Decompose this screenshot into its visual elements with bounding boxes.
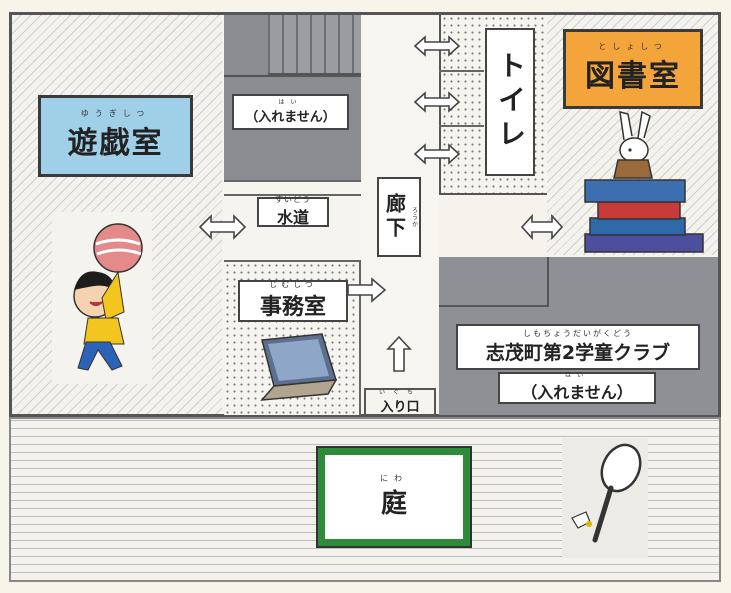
double-arrow-icon (198, 214, 247, 240)
double-arrow-icon (413, 35, 461, 57)
rabbit-on-books-illustration (584, 110, 704, 253)
entrance-box (364, 388, 436, 416)
corridor-ruby: ろうか (410, 206, 418, 228)
water-label: 水道 (276, 208, 309, 227)
toilet-label: トイレ (494, 51, 527, 153)
corridor-sign: 廊下 ろうか (377, 177, 421, 257)
stairs-no-entry-ruby: はい (278, 98, 303, 106)
double-arrow-icon (413, 143, 461, 165)
up-arrow-icon (386, 335, 412, 372)
club-sign: しもちょうだいがくどう 志茂町第2学童クラブ (456, 324, 700, 370)
playroom-ruby: ゆうぎしつ (80, 109, 151, 118)
entrance-sign: いぐち 入り口 (366, 388, 434, 415)
girl-with-ball-illustration (52, 212, 152, 384)
entrance-ruby: いぐち (378, 388, 421, 396)
club-no-entry-sign: はい （入れません） (498, 372, 656, 404)
library-ruby: としょしつ (598, 42, 668, 51)
club-inner-line (547, 257, 549, 305)
office-sign: じむしつ 事務室 (238, 280, 348, 322)
stairs-no-entry-label: （入れません） (245, 109, 336, 125)
stairs-divider (224, 75, 361, 77)
water-shelf (224, 194, 361, 196)
right-arrow-icon (347, 277, 387, 303)
garden-sign: にわ 庭 (316, 446, 472, 548)
water-sign: すいどう 水道 (257, 195, 329, 227)
laptop-illustration (260, 333, 338, 401)
double-arrow-icon (520, 213, 564, 241)
office-label: 事務室 (259, 295, 326, 320)
stairs (268, 15, 361, 75)
club-no-entry-ruby: はい (564, 372, 589, 379)
club-no-entry-label: （入れません） (521, 383, 633, 402)
corridor-label: 廊下 (382, 193, 407, 241)
playroom-sign: ゆうぎしつ 遊戯室 (38, 95, 193, 177)
garden-label: 庭 (380, 488, 407, 519)
toilet-sign: トイレ (485, 28, 535, 176)
office-ruby: じむしつ (269, 280, 317, 289)
library-sign: としょしつ 図書室 (563, 29, 703, 109)
entrance-label: 入り口 (380, 399, 420, 415)
stairs-no-entry-sign: はい （入れません） (232, 94, 349, 130)
club-label: 志茂町第2学童クラブ (485, 341, 671, 364)
library-label: 図書室 (585, 59, 681, 94)
water-ruby: すいどう (275, 195, 311, 204)
playroom-label: 遊戯室 (67, 126, 164, 161)
toilet-stall-line-2 (439, 125, 484, 127)
club-inner-line-2 (439, 305, 549, 307)
toilet-stall-line-1 (439, 70, 484, 72)
club-ruby: しもちょうだいがくどう (523, 328, 633, 338)
double-arrow-icon (413, 91, 461, 113)
badminton-racket-illustration (562, 438, 648, 558)
garden-ruby: にわ (380, 473, 408, 483)
